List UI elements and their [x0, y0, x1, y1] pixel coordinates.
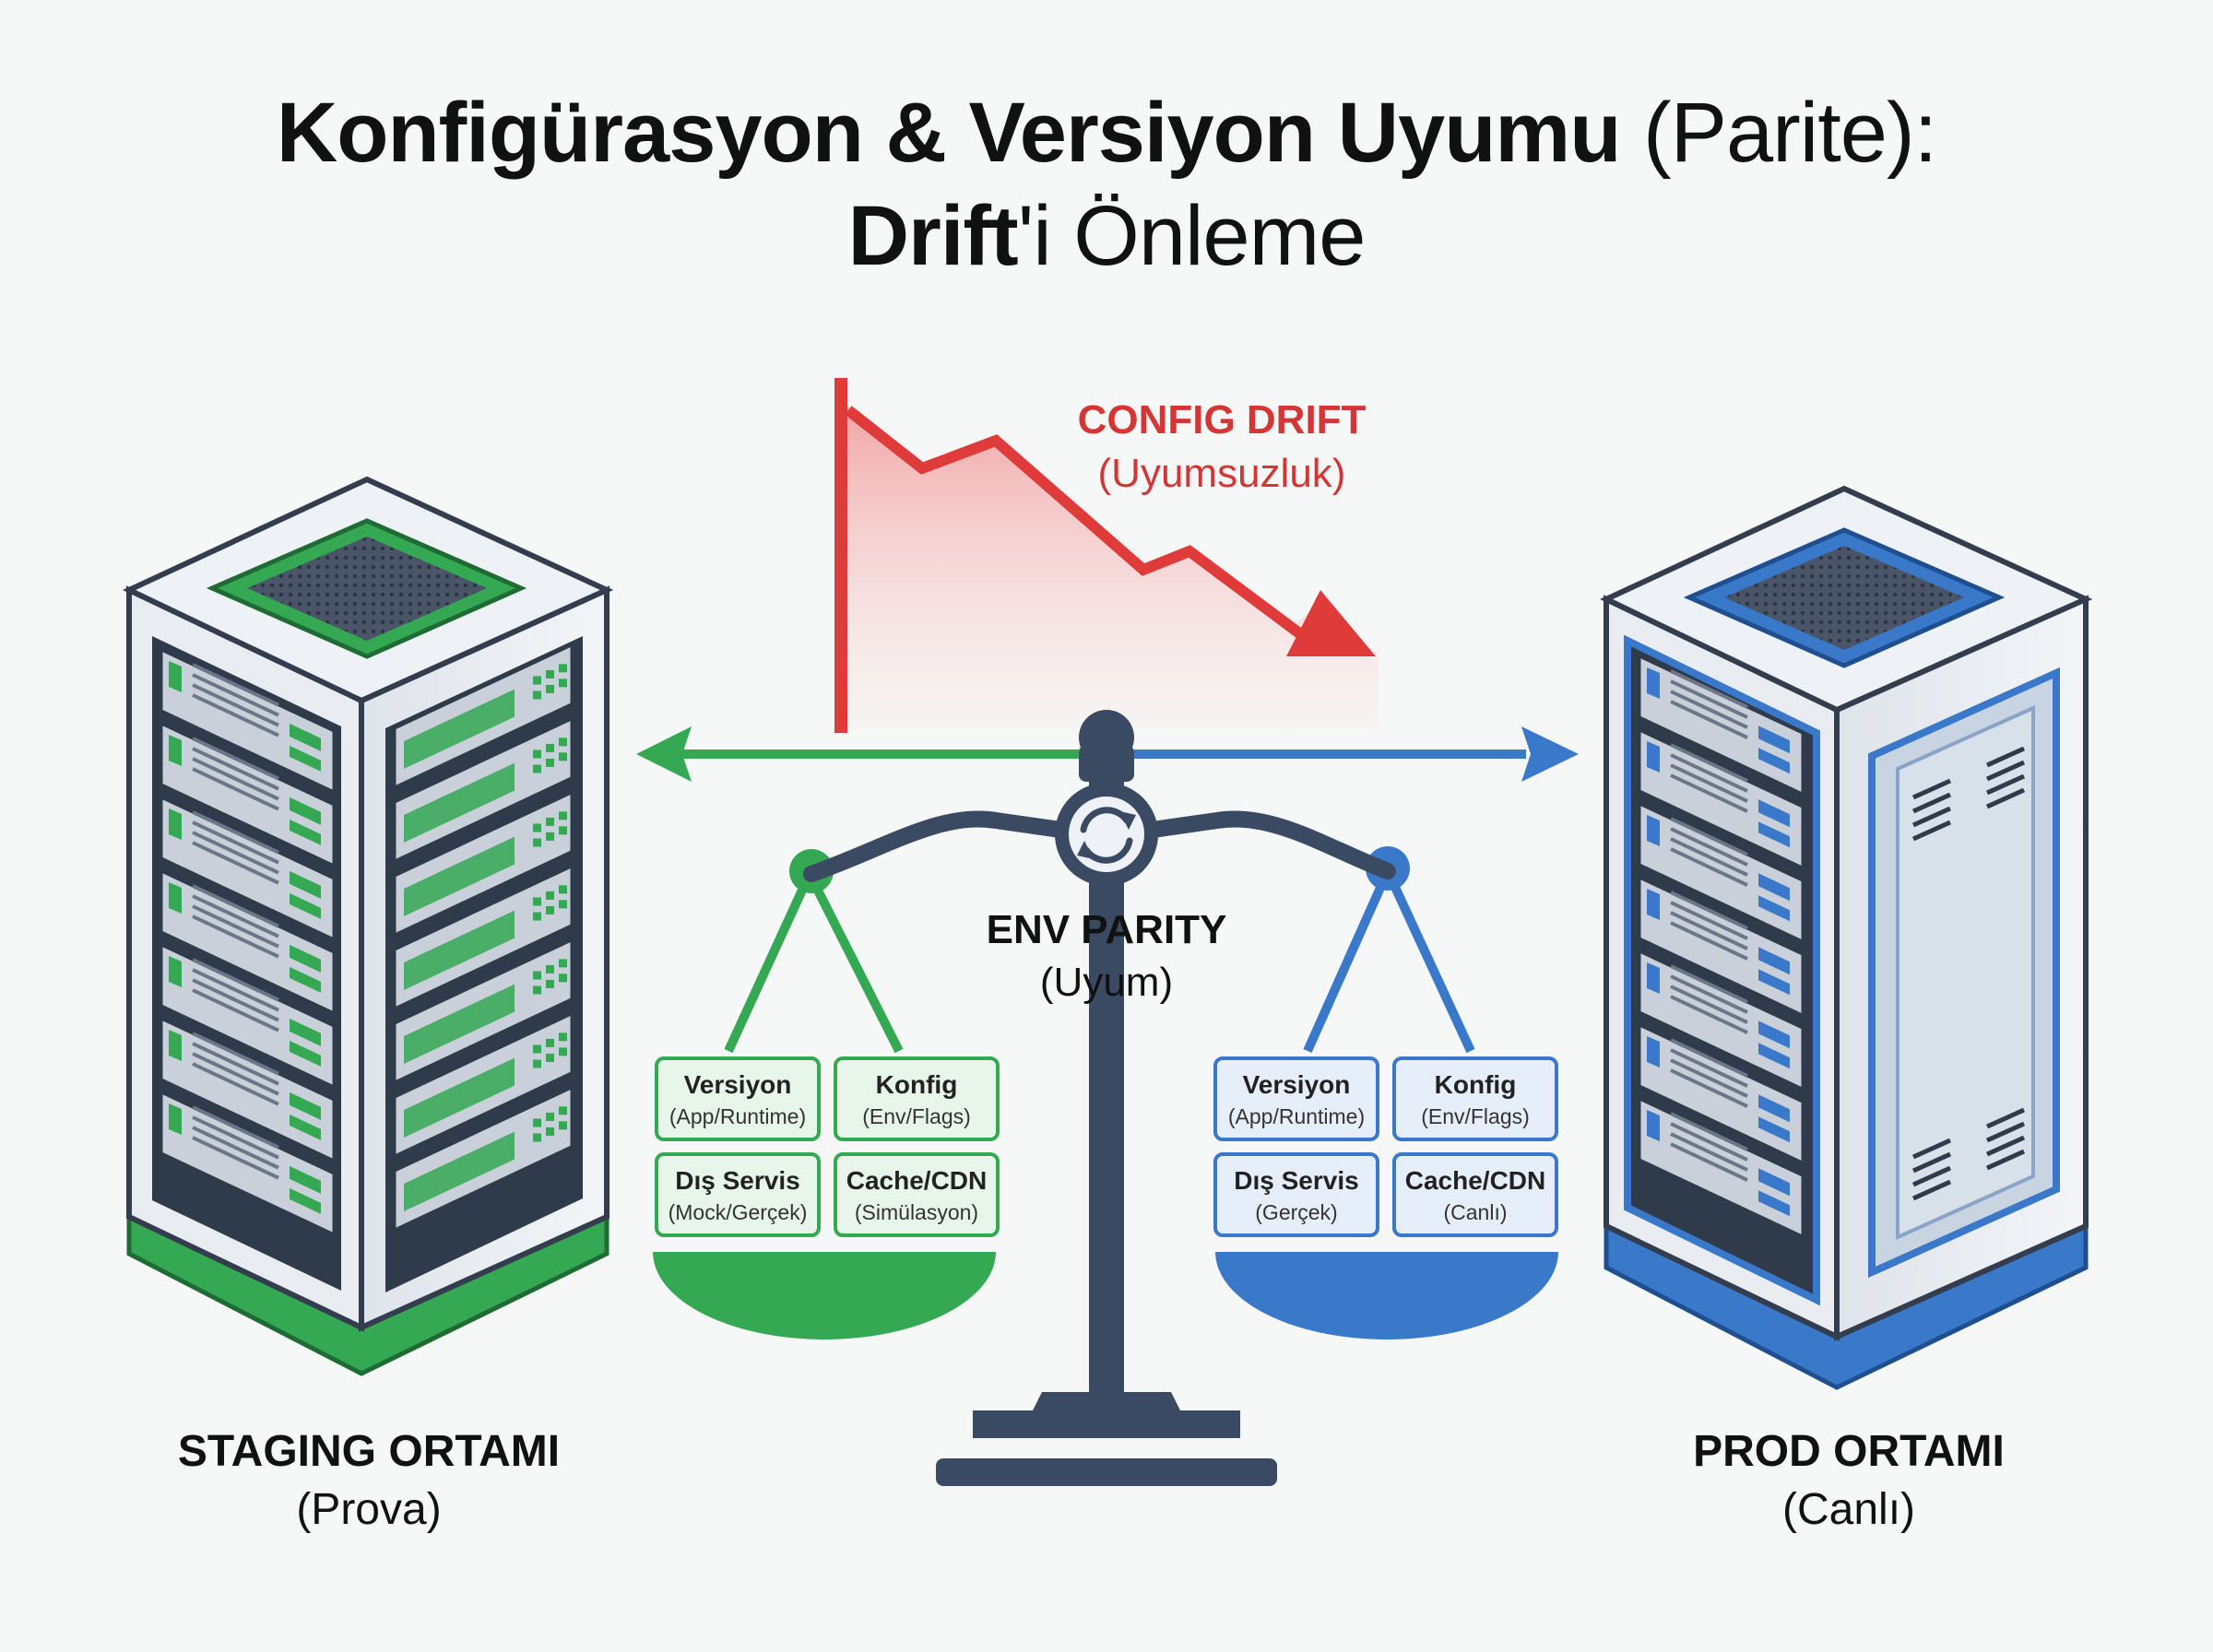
card-title: Versiyon	[1243, 1070, 1351, 1099]
prod-pan	[1215, 1252, 1558, 1339]
card-subtitle: (Env/Flags)	[1421, 1104, 1530, 1128]
card-subtitle: (Simülasyon)	[855, 1200, 978, 1224]
staging-rack-unit	[160, 721, 336, 868]
staging-rack-unit	[393, 790, 574, 938]
parity-sublabel: (Uyum)	[1040, 960, 1173, 1005]
title-line-2: Drift'i Önleme	[0, 184, 2213, 288]
drift-sublabel: (Uyumsuzluk)	[1098, 451, 1346, 496]
config-drift-chart: CONFIG DRIFT (Uyumsuzluk)	[834, 378, 1379, 733]
prod-rack-unit	[1638, 1022, 1805, 1165]
prod-rack-unit	[1638, 654, 1805, 796]
staging-rack-unit	[160, 1090, 336, 1237]
staging-config-cards: Versiyon (App/Runtime) Konfig (Env/Flags) Dı…	[655, 1056, 1000, 1237]
prod-rack-unit	[1638, 1096, 1805, 1239]
drift-arrow-head-icon	[1286, 590, 1376, 656]
card-subtitle: (Mock/Gerçek)	[669, 1200, 808, 1224]
parity-label: ENV PARITY	[987, 907, 1227, 952]
staging-pan	[653, 1252, 996, 1339]
page-title: Konfigürasyon & Versiyon Uyumu (Parite):…	[0, 81, 2213, 288]
drift-trend-line	[845, 406, 1313, 645]
card-title: Cache/CDN	[1405, 1166, 1545, 1195]
staging-rack-unit	[393, 1011, 574, 1159]
title-line-1-bold: Konfigürasyon & Versiyon Uyumu	[276, 86, 1622, 180]
prod-rack-unit	[1638, 875, 1805, 1018]
staging-sublabel: (Prova)	[296, 1485, 441, 1534]
card-title: Konfig	[876, 1070, 958, 1099]
card-title: Dış Servis	[675, 1166, 799, 1195]
balance-scale: ENV PARITY (Uyum)	[653, 710, 1558, 1486]
prod-door-vents	[1911, 746, 2026, 1201]
prod-card: Dış Servis (Gerçek)	[1213, 1152, 1379, 1237]
prod-sublabel: (Canlı)	[1782, 1485, 1915, 1534]
staging-card: Cache/CDN (Simülasyon)	[834, 1152, 1000, 1237]
staging-rack-units	[160, 643, 574, 1237]
prod-card: Versiyon (App/Runtime)	[1213, 1056, 1379, 1141]
card-subtitle: (Env/Flags)	[862, 1104, 971, 1128]
staging-label: STAGING ORTAMI	[178, 1427, 560, 1476]
staging-card: Konfig (Env/Flags)	[834, 1056, 1000, 1141]
title-line-2-normal: 'i Önleme	[1017, 189, 1367, 283]
staging-rack-unit	[160, 1016, 336, 1163]
staging-card: Versiyon (App/Runtime)	[655, 1056, 821, 1141]
card-subtitle: (App/Runtime)	[669, 1104, 806, 1128]
staging-rack-unit	[393, 1085, 574, 1233]
staging-rack-unit	[393, 864, 574, 1011]
staging-direction-arrow	[636, 726, 1079, 782]
title-line-1: Konfigürasyon & Versiyon Uyumu (Parite):	[0, 81, 2213, 184]
staging-rack-unit	[160, 795, 336, 942]
prod-card: Konfig (Env/Flags)	[1392, 1056, 1558, 1141]
staging-rack-unit	[160, 942, 336, 1090]
prod-rack-units	[1638, 654, 1805, 1239]
staging-card: Dış Servis (Mock/Gerçek)	[655, 1152, 821, 1237]
card-subtitle: (Canlı)	[1443, 1200, 1507, 1224]
staging-rack-unit	[393, 643, 574, 790]
staging-rack-unit	[160, 868, 336, 1016]
card-title: Dış Servis	[1234, 1166, 1358, 1195]
sync-arrows-icon	[1077, 807, 1136, 864]
prod-direction-arrow	[1134, 726, 1579, 782]
card-title: Konfig	[1435, 1070, 1517, 1099]
title-line-1-normal: (Parite):	[1620, 86, 1937, 180]
card-title: Cache/CDN	[846, 1166, 987, 1195]
prod-rack-unit	[1638, 949, 1805, 1092]
drift-label: CONFIG DRIFT	[1078, 397, 1367, 442]
staging-rack-unit	[393, 938, 574, 1085]
title-line-2-bold: Drift	[847, 189, 1019, 283]
prod-card: Cache/CDN (Canlı)	[1392, 1152, 1558, 1237]
staging-rack-unit	[393, 716, 574, 864]
prod-rack-unit	[1638, 727, 1805, 870]
card-title: Versiyon	[684, 1070, 792, 1099]
card-subtitle: (App/Runtime)	[1228, 1104, 1365, 1128]
card-subtitle: (Gerçek)	[1255, 1200, 1337, 1224]
prod-config-cards: Versiyon (App/Runtime) Konfig (Env/Flags) Dı…	[1213, 1056, 1558, 1237]
staging-rack-unit	[160, 647, 336, 795]
prod-rack-unit	[1638, 801, 1805, 944]
prod-label: PROD ORTAMI	[1693, 1427, 2005, 1476]
